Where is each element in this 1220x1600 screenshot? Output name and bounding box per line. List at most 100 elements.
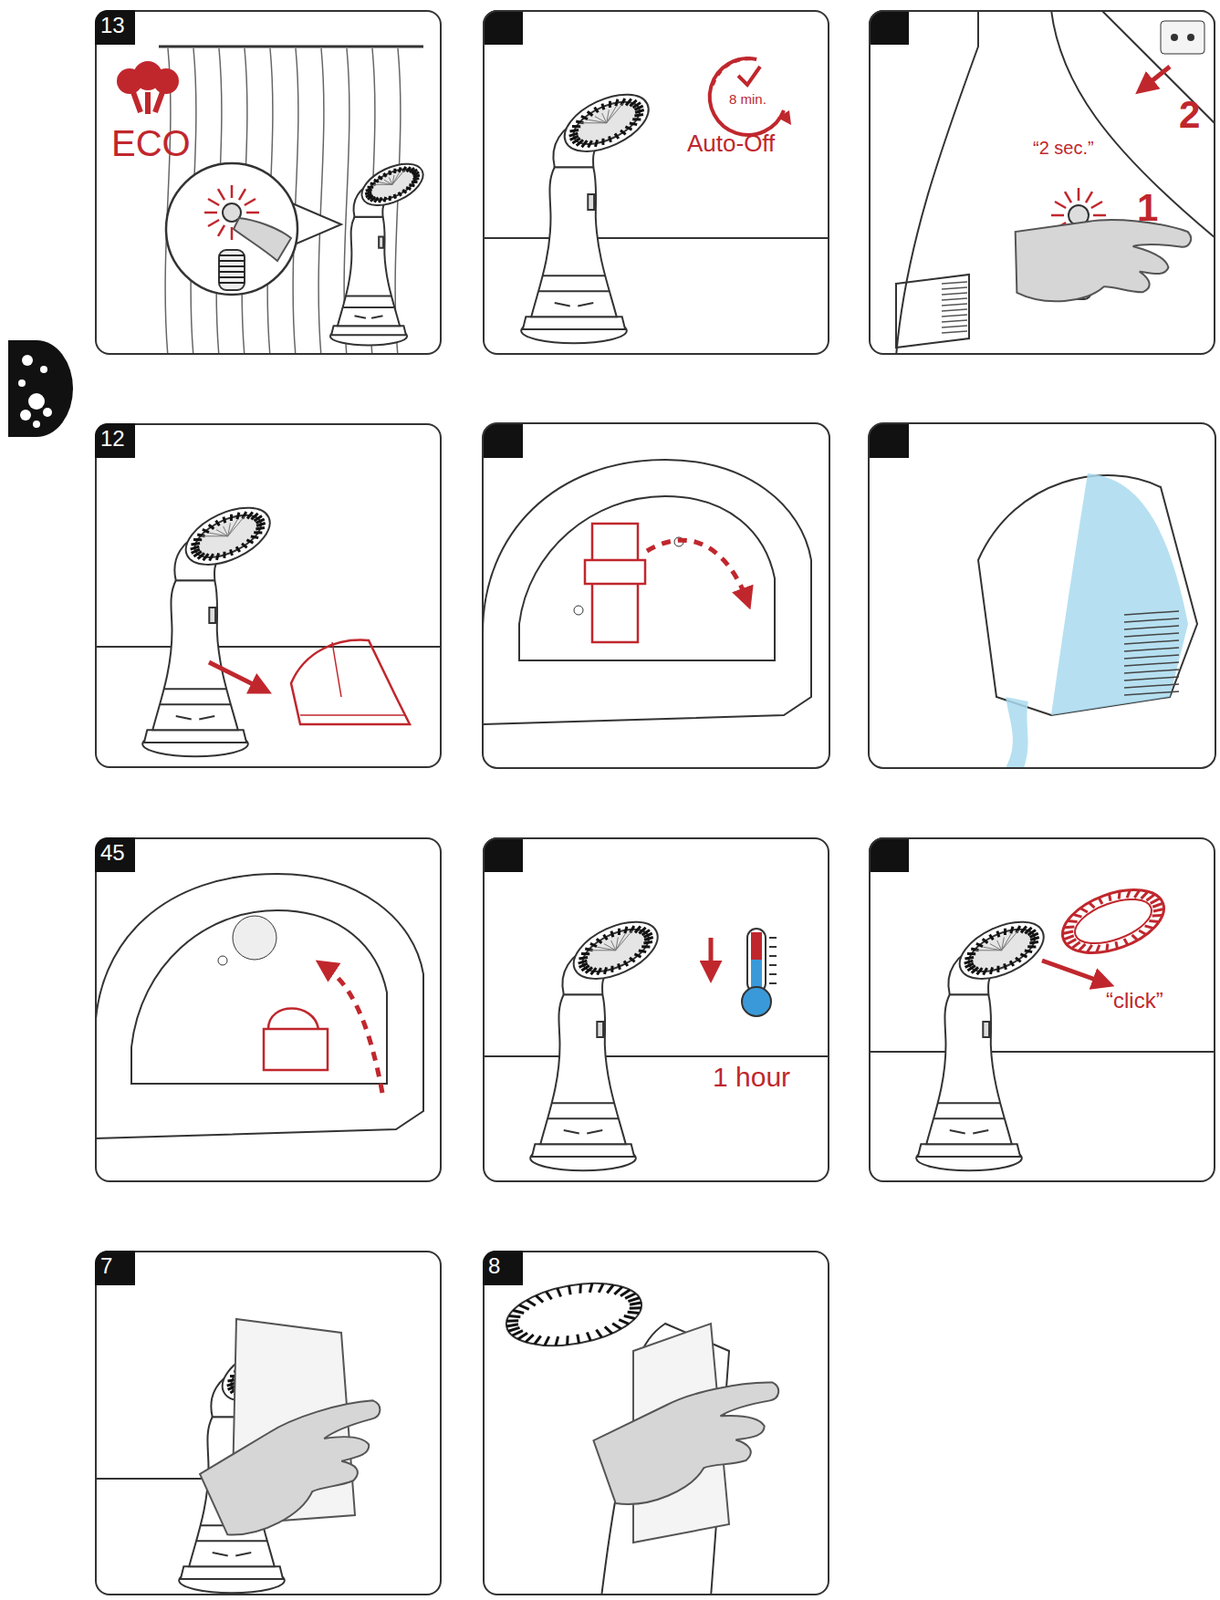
illustration-line xyxy=(982,940,1002,958)
illustration-line xyxy=(1005,697,1029,769)
illustration-line xyxy=(982,938,989,945)
illustration-line xyxy=(741,987,772,1017)
illustration-line xyxy=(1024,948,1033,955)
illustration-line xyxy=(202,527,209,534)
illustration-line xyxy=(387,196,392,201)
illustration-line xyxy=(218,265,245,268)
illustration-line xyxy=(218,956,228,966)
illustration-line xyxy=(616,928,623,936)
illustration-line xyxy=(617,963,622,970)
illustration-line xyxy=(548,1117,619,1120)
illustration-line xyxy=(397,166,403,172)
illustration-line xyxy=(590,940,616,961)
illustration-line xyxy=(208,523,215,531)
panel-art xyxy=(501,1273,794,1598)
steamer xyxy=(521,83,657,344)
illustration-line xyxy=(388,177,393,185)
illustration-line xyxy=(1054,201,1066,209)
illustration-line xyxy=(263,1029,328,1071)
illustration-line xyxy=(218,254,245,257)
illustration-line xyxy=(1084,945,1095,953)
illustration-line xyxy=(193,536,202,543)
illustration-line xyxy=(365,187,373,193)
illustration-line xyxy=(750,932,762,960)
illustration-line xyxy=(941,303,968,306)
illustration-line xyxy=(177,496,279,577)
illustration-line xyxy=(596,940,616,958)
step-panel: 12 xyxy=(94,423,442,769)
step-number: 45 xyxy=(94,837,136,873)
illustration-line xyxy=(208,607,216,624)
illustration-line xyxy=(627,1310,640,1315)
illustration-line xyxy=(625,125,632,132)
illustration-line xyxy=(738,66,761,85)
step-panel: 2“2 sec.”1 xyxy=(868,10,1216,355)
illustration-line xyxy=(239,188,246,200)
illustration-line xyxy=(153,68,179,94)
illustration-line xyxy=(576,920,656,981)
illustration-line xyxy=(868,10,909,45)
illustration-line xyxy=(604,1325,613,1335)
illustration-line xyxy=(587,113,606,130)
illustration-line xyxy=(230,185,234,199)
illustration-line xyxy=(531,166,617,317)
illustration-line xyxy=(868,10,1216,355)
illustration-line xyxy=(596,1021,604,1038)
illustration-line xyxy=(94,646,442,648)
illustration-line xyxy=(221,552,228,559)
illustration-line xyxy=(202,526,229,547)
illustration-line xyxy=(635,108,645,114)
illustration-line xyxy=(563,1130,604,1134)
illustration-line xyxy=(411,169,418,174)
steamer xyxy=(530,910,667,1171)
illustration-line xyxy=(1139,891,1150,899)
illustration-line xyxy=(482,237,830,240)
illustration-line xyxy=(1073,912,1083,920)
step-panel: 8 xyxy=(482,1251,830,1596)
illustration-line xyxy=(21,354,33,366)
illustration-line xyxy=(216,526,229,540)
illustration-line xyxy=(229,549,234,556)
illustration-line xyxy=(506,1319,519,1324)
hand xyxy=(1006,204,1193,320)
illustration-line xyxy=(144,729,247,743)
illustration-line xyxy=(1124,691,1179,696)
illustration-line xyxy=(1076,944,1087,952)
illustration-line xyxy=(1008,927,1015,934)
illustration-line xyxy=(1053,877,1173,966)
illustration-line xyxy=(632,103,642,108)
illustration-line xyxy=(165,48,171,355)
illustration-line xyxy=(611,940,616,951)
illustration-line xyxy=(643,939,653,946)
illustration-line xyxy=(158,45,424,49)
illustration-line xyxy=(1069,890,1158,953)
illustration-line xyxy=(218,271,245,273)
illustration-line xyxy=(604,934,608,941)
illustration-line xyxy=(1020,952,1027,960)
illustration-line xyxy=(292,48,299,355)
illustration-line xyxy=(1187,33,1195,42)
panel-art xyxy=(868,423,1216,769)
step-number: 7 xyxy=(94,1251,136,1286)
illustration-line xyxy=(950,910,1053,991)
illustration-line xyxy=(596,938,603,945)
illustration-line xyxy=(355,155,430,214)
illustration-line xyxy=(941,320,968,323)
illustration-line xyxy=(8,340,73,438)
illustration-line xyxy=(1093,214,1106,218)
illustration-line xyxy=(94,874,424,1139)
step-panel: “click” xyxy=(868,837,1216,1183)
illustration-line xyxy=(569,127,579,134)
illustration-line xyxy=(594,106,599,114)
illustration-line xyxy=(1124,625,1179,630)
step-panel: 1 hour xyxy=(482,837,830,1183)
illustration-line xyxy=(613,99,620,106)
illustration-line xyxy=(1070,942,1081,949)
illustration-line xyxy=(1132,890,1142,898)
panel-art xyxy=(116,46,429,357)
illustration-line xyxy=(250,533,259,541)
illustration-line xyxy=(976,940,1002,961)
illustration-line xyxy=(602,103,628,124)
